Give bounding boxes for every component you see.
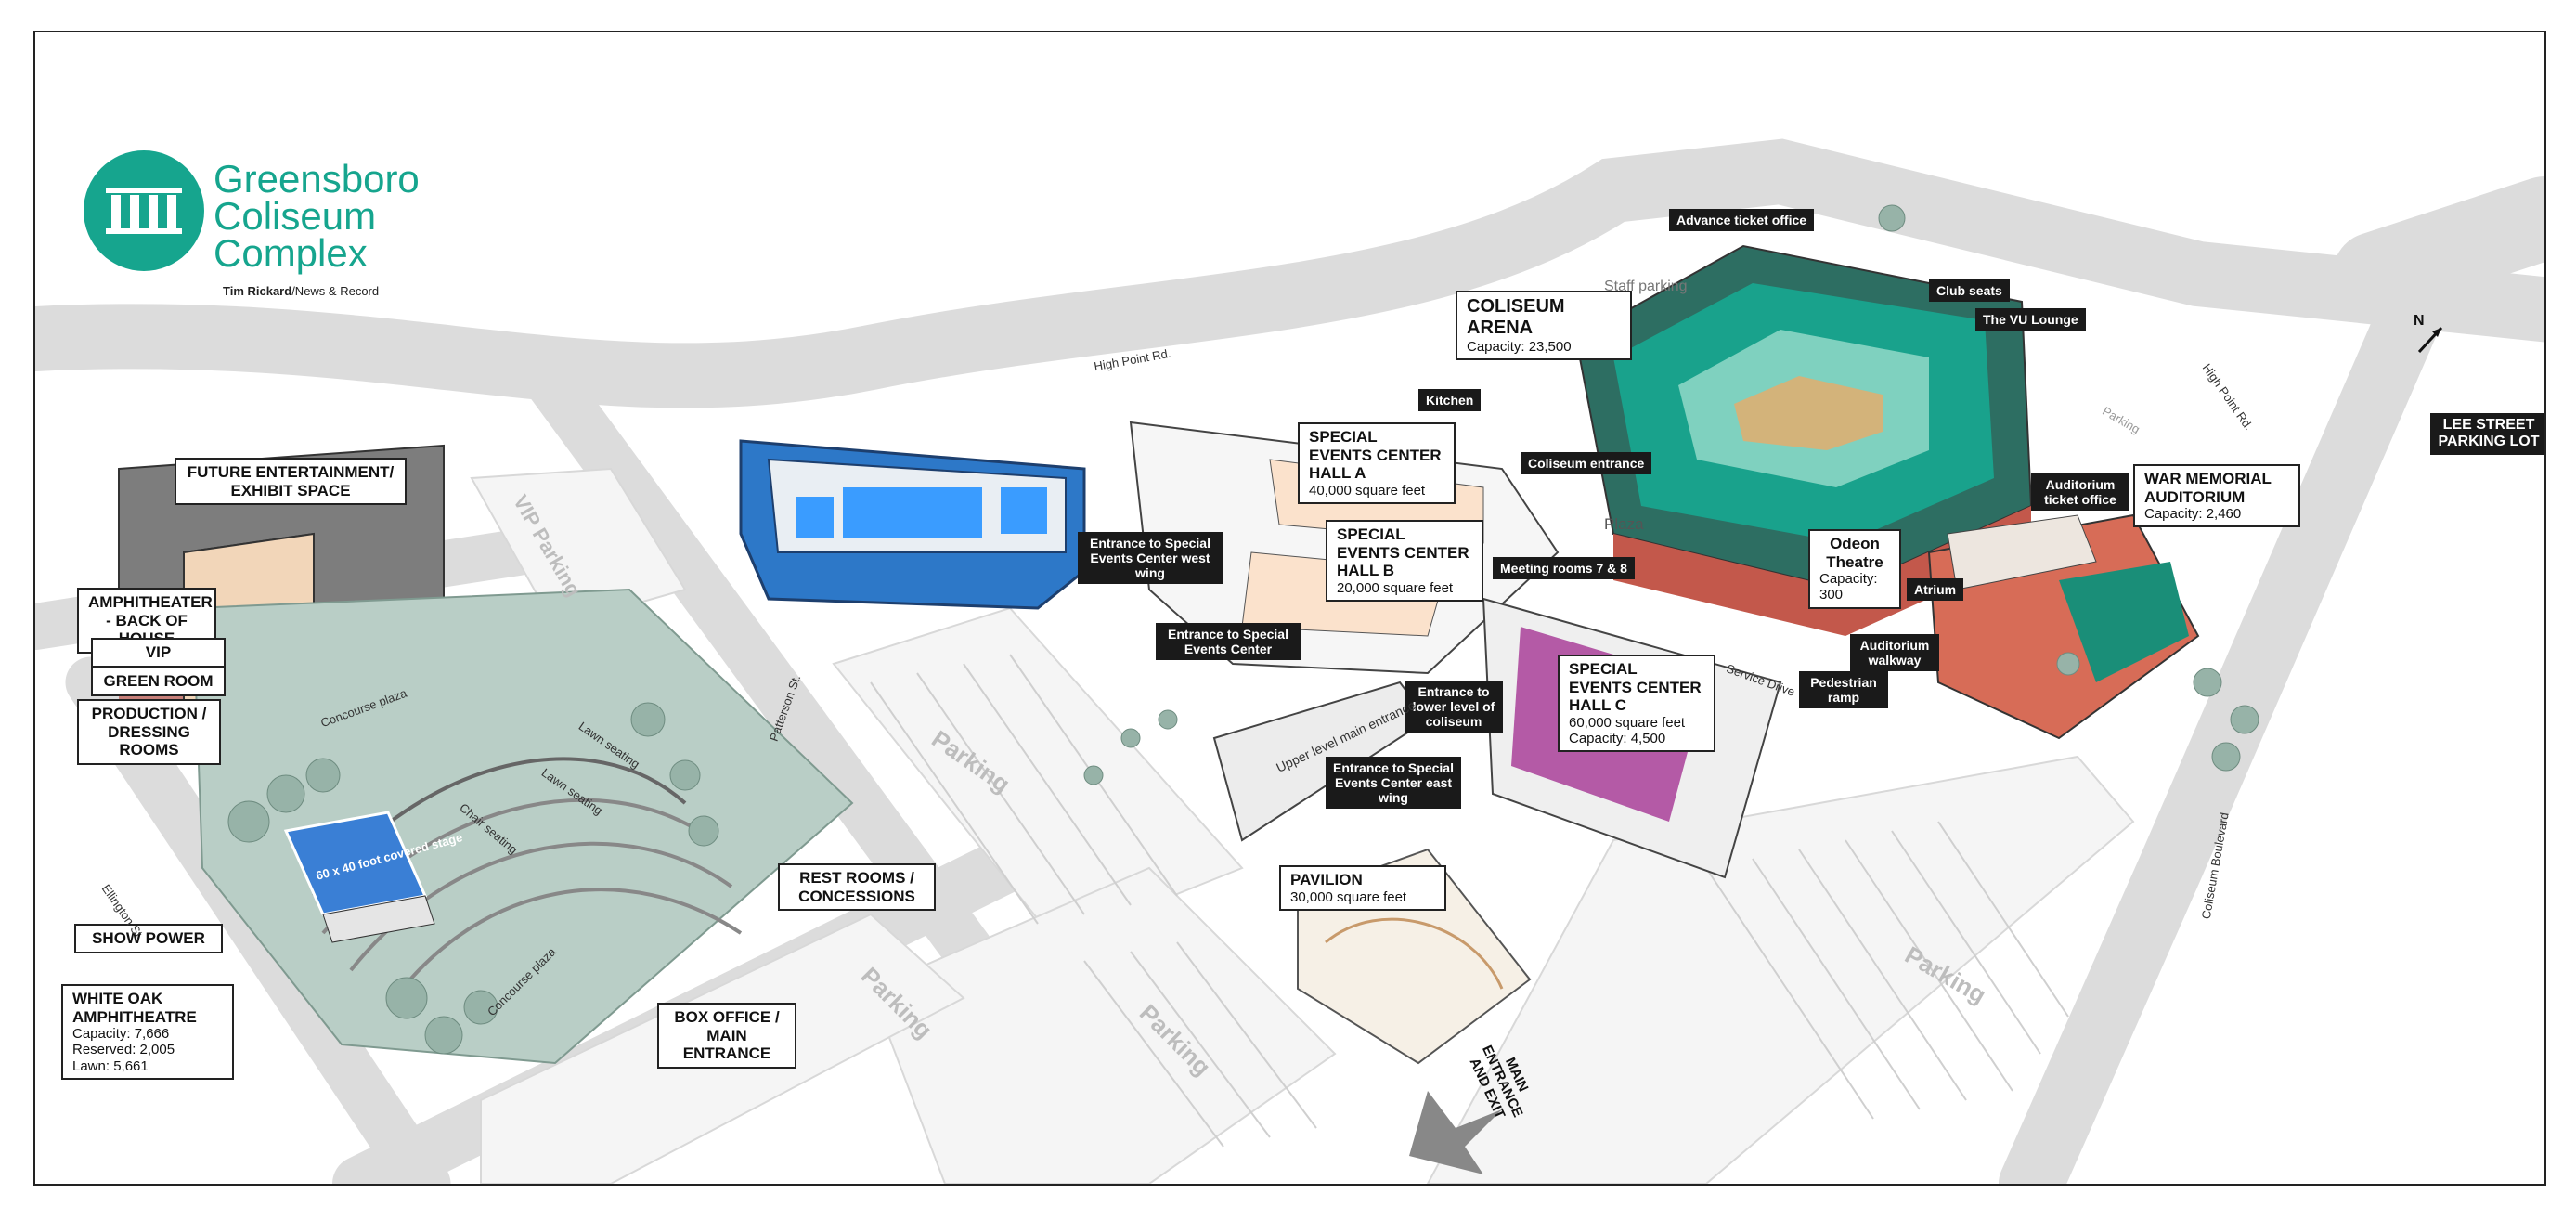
north-label: N: [2414, 313, 2425, 329]
rest-rooms-label: REST ROOMS / CONCESSIONS: [778, 863, 936, 912]
greensboro-coliseum-logo: Greensboro Coliseum Complex Tim Rickard/…: [84, 121, 492, 298]
logo-line-1: Greensboro: [214, 157, 420, 201]
hall-c-label: SPECIAL EVENTS CENTER HALL C 60,000 squa…: [1558, 655, 1715, 753]
entrance-west-wing-callout: Entrance to Special Events Center west w…: [1078, 532, 1223, 585]
war-memorial-label: WAR MEMORIAL AUDITORIUM Capacity: 2,460: [2133, 464, 2300, 528]
coliseum-arena-building: [1574, 244, 2033, 636]
auditorium-ticket-callout: Auditorium ticket office: [2031, 473, 2129, 512]
coliseum-arena-capacity: Capacity: 23,500: [1467, 339, 1572, 355]
parking-lot-south: [869, 866, 1337, 1184]
vu-lounge-callout: The VU Lounge: [1975, 308, 2086, 331]
atrium-callout: Atrium: [1907, 578, 1964, 602]
main-entrance-arrow: [1409, 1091, 1502, 1174]
aquatic-center-building: [739, 439, 1086, 610]
hall-a-label: SPECIAL EVENTS CENTER HALL A 40,000 squa…: [1298, 422, 1456, 504]
parking-lot-south-east: [1426, 755, 2135, 1184]
complex-map: [35, 138, 2544, 1184]
hall-b-size: 20,000 square feet: [1337, 579, 1454, 596]
plaza-label: Plaza: [1604, 515, 1644, 533]
coliseum-arena-title: COLISEUM ARENA: [1467, 296, 1565, 338]
credit-source: /News & Record: [291, 284, 380, 298]
white-oak-lawn: Lawn: 5,661: [72, 1057, 149, 1074]
war-memorial-auditorium-building: [1927, 513, 2200, 740]
logo-line-3: Complex: [214, 231, 368, 275]
high-point-road: [35, 138, 2544, 408]
advance-ticket-callout: Advance ticket office: [1669, 209, 1815, 232]
hall-a-title: SPECIAL EVENTS CENTER HALL A: [1309, 428, 1442, 483]
logo-emblem: [84, 150, 204, 271]
lee-street: [2333, 176, 2544, 316]
future-entertainment-label: FUTURE ENTERTAINMENT/ EXHIBIT SPACE: [175, 458, 407, 506]
coliseum-arena-label: COLISEUM ARENA Capacity: 23,500: [1456, 291, 1632, 361]
odeon-capacity: Capacity: 300: [1819, 571, 1878, 603]
columns-icon: [106, 188, 182, 234]
white-oak-capacity: Capacity: 7,666: [72, 1026, 170, 1043]
hall-a-size: 40,000 square feet: [1309, 482, 1426, 499]
white-oak-amphitheatre: [191, 588, 854, 1065]
vip-parking-lot: [470, 467, 687, 629]
war-memorial-capacity: Capacity: 2,460: [2144, 506, 2242, 523]
hall-c-title: SPECIAL EVENTS CENTER HALL C: [1569, 660, 1702, 715]
show-power-label: SHOW POWER: [74, 924, 223, 953]
kitchen-callout: Kitchen: [1418, 389, 1482, 412]
entrance-east-wing-callout: Entrance to Special Events Center east w…: [1326, 757, 1461, 810]
parking-lots: [470, 467, 2135, 1184]
pavilion-size: 30,000 square feet: [1290, 888, 1407, 905]
white-oak-reserved: Reserved: 2,005: [72, 1042, 175, 1058]
north-arrow-svg: [2417, 326, 2443, 354]
photo-credit: Tim Rickard/News & Record: [223, 284, 379, 298]
club-seats-callout: Club seats: [1929, 279, 2010, 303]
parking-lot-center: [832, 606, 1244, 944]
coliseum-entrance-callout: Coliseum entrance: [1521, 452, 1652, 475]
hall-c-capacity: Capacity: 4,500: [1569, 730, 1666, 746]
hall-c-size: 60,000 square feet: [1569, 714, 1686, 731]
white-oak-amphitheatre-label: WHITE OAK AMPHITHEATRE Capacity: 7,666 R…: [61, 984, 234, 1080]
pavilion-label: PAVILION 30,000 square feet: [1279, 865, 1446, 911]
white-oak-title: WHITE OAK AMPHITHEATRE: [72, 990, 197, 1026]
war-memorial-title: WAR MEMORIAL AUDITORIUM: [2144, 470, 2272, 506]
staff-parking-label: Staff parking: [1604, 279, 1688, 294]
credit-name: Tim Rickard: [223, 284, 292, 298]
north-arrow-icon: N: [2412, 313, 2449, 357]
lee-street-parking-label: LEE STREET PARKING LOT: [2430, 413, 2544, 455]
green-room-label: GREEN ROOM: [91, 667, 226, 696]
production-label: PRODUCTION / DRESSING ROOMS: [77, 699, 221, 765]
parking-stripes: [870, 654, 2069, 1148]
entrance-special-events-callout: Entrance to Special Events Center: [1156, 623, 1301, 661]
odeon-title: Odeon Theatre: [1826, 535, 1883, 571]
entrance-lower-level-callout: Entrance to lower level of coliseum: [1405, 681, 1503, 733]
auditorium-walkway-callout: Auditorium walkway: [1850, 634, 1939, 672]
odeon-theatre-label: Odeon Theatre Capacity: 300: [1808, 529, 1901, 609]
vip-label: VIP: [91, 638, 226, 668]
logo-line-2: Coliseum: [214, 194, 377, 238]
pavilion-title: PAVILION: [1290, 871, 1363, 888]
coliseum-boulevard: [1999, 279, 2444, 1184]
pedestrian-ramp-callout: Pedestrian ramp: [1799, 671, 1888, 709]
trees: [227, 204, 2259, 1055]
meeting-rooms-callout: Meeting rooms 7 & 8: [1493, 557, 1635, 580]
map-frame: Greensboro Coliseum Complex Tim Rickard/…: [33, 31, 2546, 1186]
hall-b-label: SPECIAL EVENTS CENTER HALL B 20,000 squa…: [1326, 520, 1483, 602]
hall-b-title: SPECIAL EVENTS CENTER HALL B: [1337, 525, 1469, 580]
box-office-label: BOX OFFICE / MAIN ENTRANCE: [657, 1003, 796, 1069]
